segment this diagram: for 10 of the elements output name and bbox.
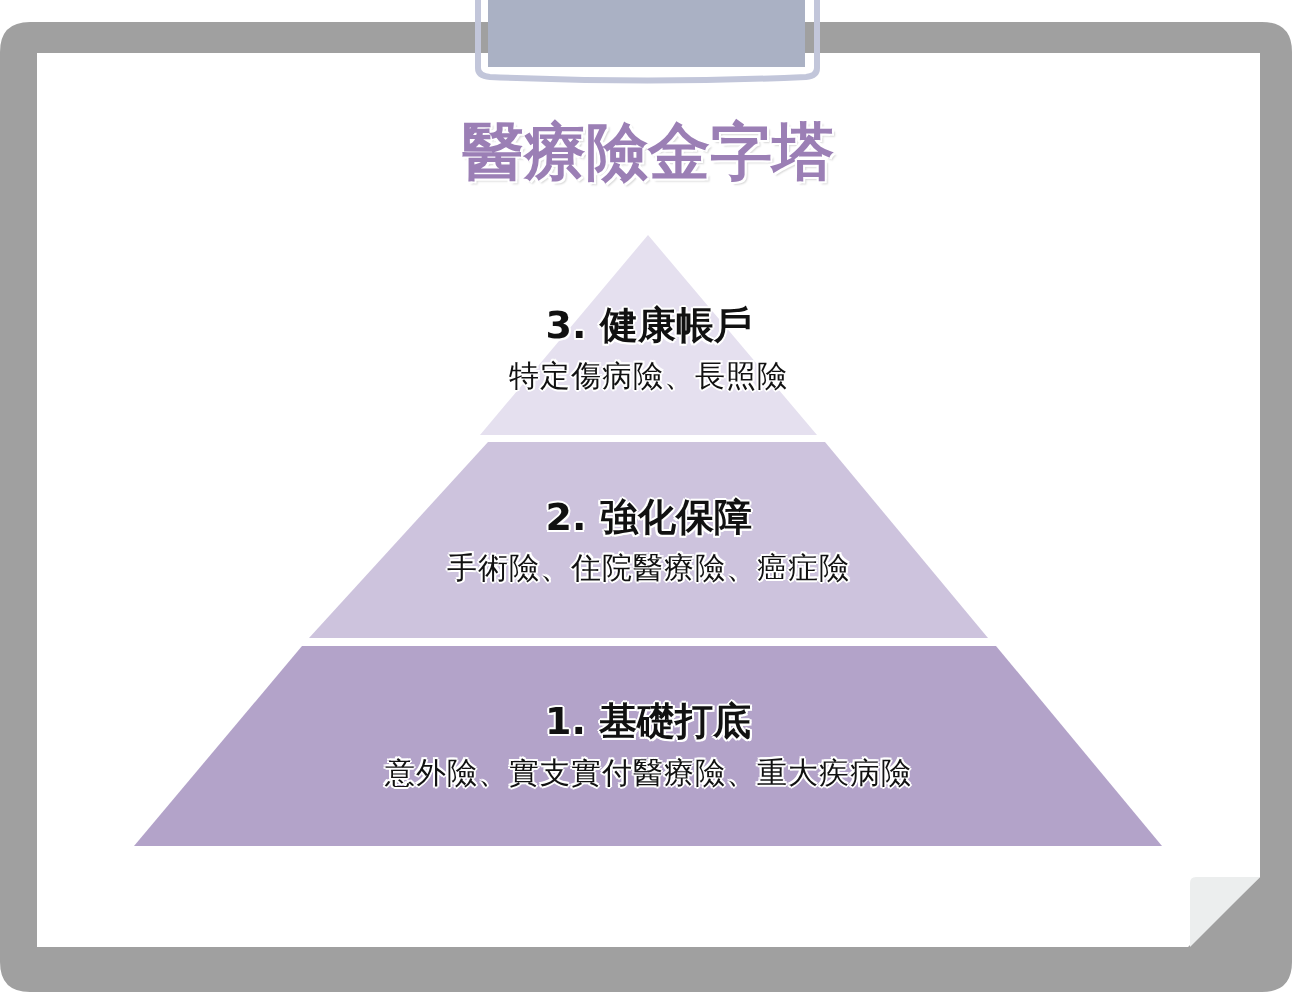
- pyramid-tier: [309, 442, 988, 638]
- tier-heading: 2. 強化保障: [545, 496, 752, 540]
- pyramid-tier: [480, 235, 817, 435]
- tier-description: 特定傷病險、長照險: [509, 358, 788, 394]
- tier-description: 意外險、實支實付醫療險、重大疾病險: [384, 755, 912, 791]
- tier-description: 手術險、住院醫療險、癌症險: [447, 550, 850, 586]
- tier-heading: 1. 基礎打底: [544, 700, 752, 744]
- diagram-title: 醫療險金字塔: [462, 117, 834, 187]
- tier-heading: 3. 健康帳戶: [545, 304, 752, 348]
- pyramid-tier: [134, 646, 1162, 846]
